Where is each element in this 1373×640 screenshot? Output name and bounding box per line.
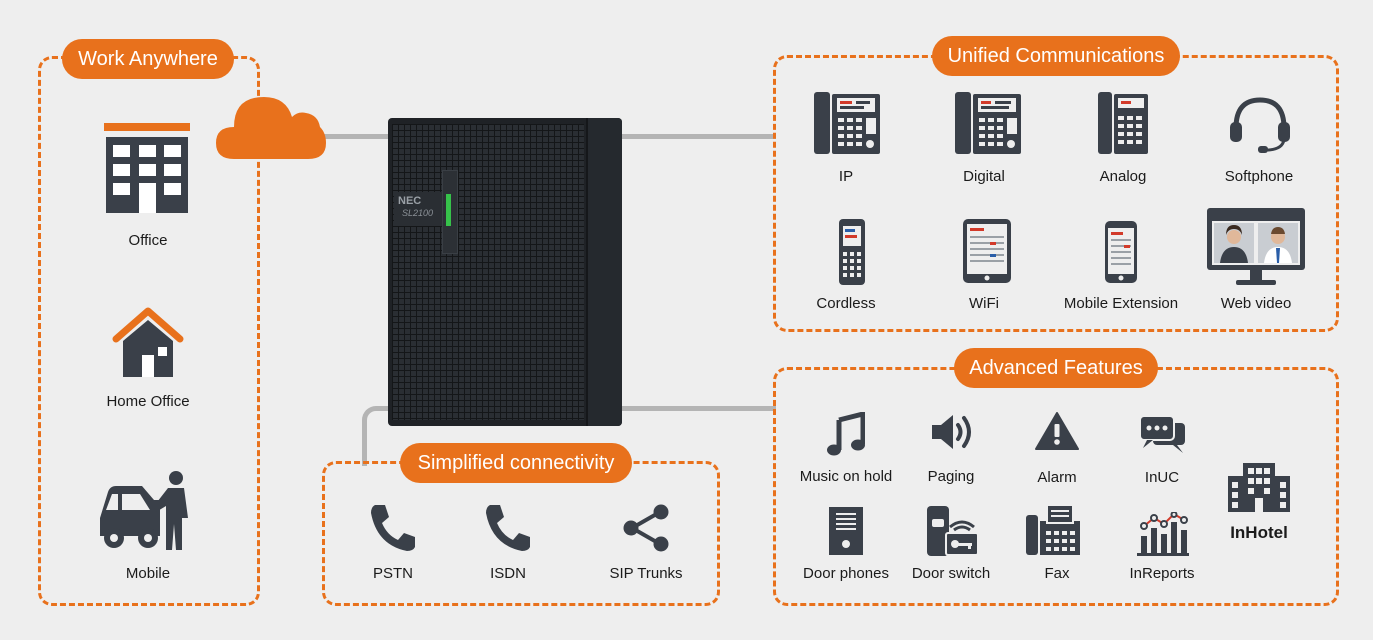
softphone-label: Softphone	[1224, 168, 1294, 185]
ip-desk-phone-icon	[814, 92, 880, 154]
device-status-led	[446, 194, 451, 226]
work-anywhere-title: Work Anywhere	[62, 39, 234, 79]
fax-icon	[1026, 504, 1080, 555]
alarm-label: Alarm	[1037, 469, 1077, 486]
share-icon	[623, 504, 669, 552]
mobile-worker-car-icon	[100, 471, 188, 550]
smartphone-icon	[1105, 221, 1137, 283]
isdn-label: ISDN	[490, 565, 526, 582]
door-switch-label: Door switch	[911, 565, 991, 582]
mobile-extension-label: Mobile Extension	[1063, 295, 1179, 312]
music-on-hold-label: Music on hold	[799, 468, 893, 485]
digital-desk-phone-icon	[955, 92, 1021, 154]
sip-trunks-label: SIP Trunks	[609, 565, 683, 582]
door-phone-icon	[829, 507, 863, 555]
home-office-label: Home Office	[106, 393, 190, 410]
nec-sl2100-device: NEC SL2100	[388, 118, 622, 426]
pstn-label: PSTN	[372, 565, 414, 582]
video-monitor-icon	[1207, 208, 1305, 285]
simplified-connectivity-title: Simplified connectivity	[400, 443, 632, 483]
web-video-label: Web video	[1220, 295, 1292, 312]
device-brand: NEC	[398, 195, 422, 207]
ip-label: IP	[838, 168, 854, 185]
connector-device-to-connectivity	[362, 406, 392, 466]
door-phones-label: Door phones	[803, 565, 889, 582]
device-label-plate: NEC SL2100	[394, 192, 444, 226]
connector-device-to-uc	[620, 134, 776, 139]
connector-cloud-to-device	[320, 134, 390, 139]
fax-label: Fax	[1044, 565, 1070, 582]
device-model: SL2100	[402, 208, 434, 218]
cordless-label: Cordless	[816, 295, 876, 312]
inreports-label: InReports	[1129, 565, 1195, 582]
cloud-icon	[216, 97, 326, 159]
office-building-icon	[104, 123, 190, 213]
wifi-label: WiFi	[969, 295, 999, 312]
hotel-building-icon	[1228, 463, 1290, 512]
mobile-label: Mobile	[125, 565, 171, 582]
chat-bubbles-icon	[1139, 415, 1185, 453]
isdn-handset-icon	[486, 505, 530, 551]
pstn-handset-icon	[371, 505, 415, 551]
speaker-icon	[932, 415, 971, 449]
analog-phone-icon	[1098, 92, 1148, 154]
inuc-label: InUC	[1144, 469, 1180, 486]
headset-icon	[1230, 97, 1290, 153]
advanced-features-title: Advanced Features	[954, 348, 1158, 388]
connector-device-to-features	[620, 406, 776, 411]
door-switch-icon	[927, 506, 979, 556]
wifi-tablet-icon	[963, 219, 1011, 283]
unified-communications-title: Unified Communications	[932, 36, 1180, 76]
device-grille	[392, 124, 584, 420]
analog-label: Analog	[1099, 168, 1147, 185]
alarm-warning-icon	[1035, 412, 1079, 450]
device-side-panel	[586, 118, 622, 426]
office-label: Office	[128, 232, 168, 249]
paging-label: Paging	[927, 468, 975, 485]
cordless-phone-icon	[839, 219, 865, 285]
music-note-icon	[827, 412, 865, 456]
digital-label: Digital	[963, 168, 1005, 185]
home-icon	[112, 307, 184, 377]
inhotel-label: InHotel	[1230, 523, 1288, 542]
report-chart-icon	[1137, 512, 1189, 556]
